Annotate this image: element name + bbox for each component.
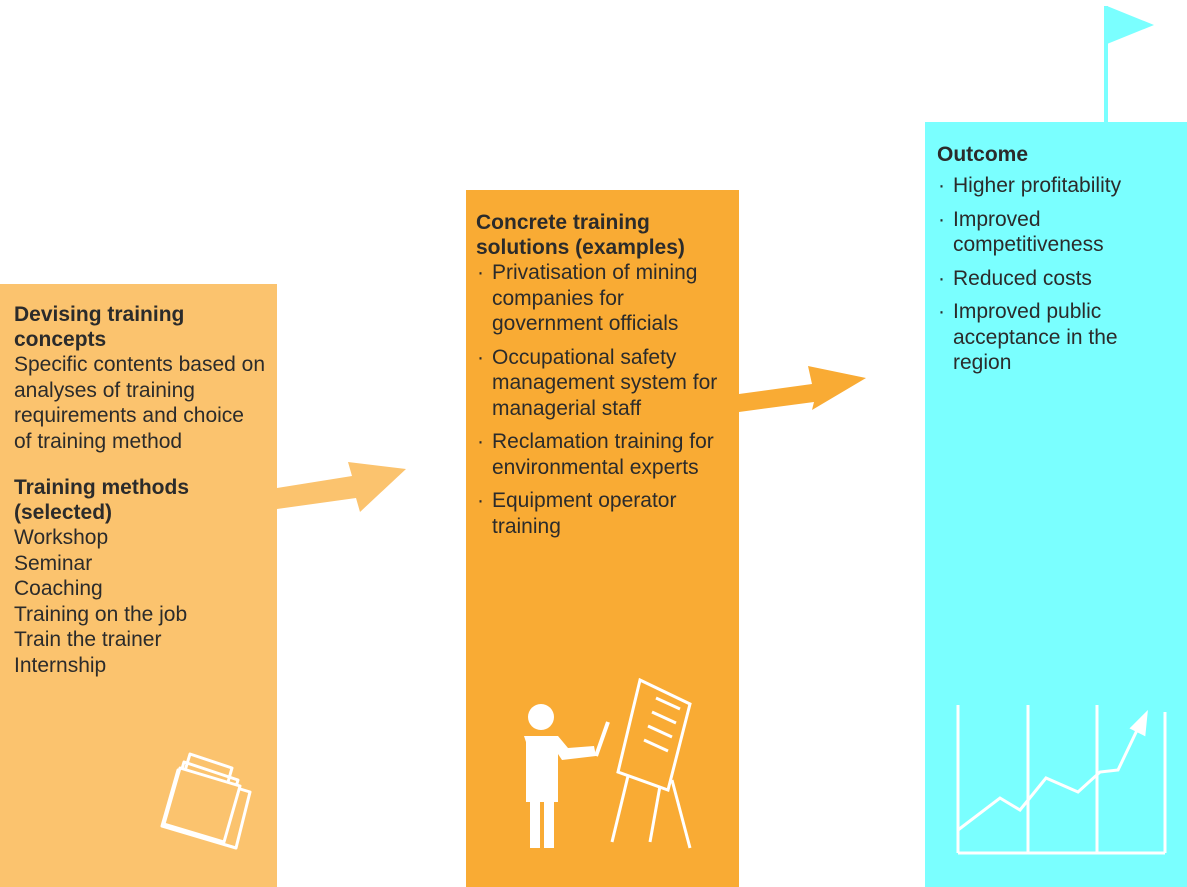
outcome-heading: Outcome [937,143,1029,166]
arrow-2 [739,366,866,412]
flag-icon [1104,6,1154,124]
list-item: ·Occupational safety management system f… [477,345,718,420]
training-methods-heading: Training methods (selected) [14,476,190,524]
method-item: Workshop [14,526,109,549]
training-solutions-list: ·Privatisation of mining companies for g… [476,260,731,539]
list-item: ·Reduced costs [938,266,1092,290]
list-item: ·Higher profitability [938,174,1122,197]
arrow-1 [277,462,406,512]
list-item: ·Improved competitiveness [938,207,1104,257]
method-item: Seminar [14,551,93,575]
method-item: Training on the job [14,602,188,626]
method-item: Coaching [14,577,103,600]
method-item: Internship [14,653,107,677]
method-item: Train the trainer [14,628,162,651]
training-concepts-heading: Devising training concepts [14,303,185,351]
outcome-list: ·Higher profitability ·Improved competit… [937,173,1181,376]
training-concepts-column: Devising training concepts Specific cont… [0,284,277,887]
list-item: ·Privatisation of mining companies for g… [477,261,698,335]
list-item: ·Equipment operator training [477,489,677,538]
training-methods-list: Workshop Seminar Coaching Training on th… [14,525,267,678]
training-solutions-heading: Concrete training solutions (examples) [476,211,685,259]
list-item: ·Improved public acceptance in the regio… [938,300,1118,374]
training-solutions-column: Concrete training solutions (examples) ·… [466,190,739,887]
outcome-column: Outcome ·Higher profitability ·Improved … [925,122,1187,887]
training-concepts-text: Specific contents based on analyses of t… [14,353,265,453]
list-item: ·Reclamation training for environmental … [477,430,714,479]
